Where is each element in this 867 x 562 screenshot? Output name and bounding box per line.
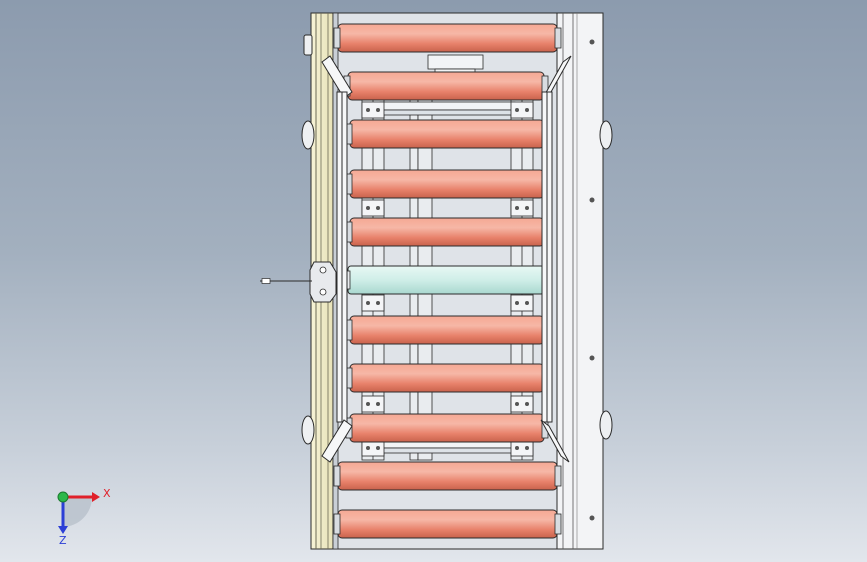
left-guide-rail	[321, 55, 353, 463]
x-axis-label: X	[103, 487, 111, 500]
roller-5	[345, 217, 549, 247]
triad-plane	[63, 497, 93, 527]
z-axis-head-icon	[58, 526, 68, 534]
bracket-bolts	[366, 108, 529, 450]
right-guide-rail	[540, 55, 572, 463]
roller-9	[333, 461, 562, 491]
roller-1	[333, 23, 562, 53]
x-axis-head-icon	[92, 492, 100, 502]
left-wheels	[301, 34, 315, 445]
right-wheels	[599, 120, 613, 440]
z-axis-label: Z	[59, 534, 67, 547]
roller-7	[345, 363, 549, 393]
guide-roller	[339, 265, 553, 295]
sensor-bracket	[260, 261, 337, 303]
roller-2	[343, 71, 549, 101]
roller-4	[345, 169, 549, 199]
roller-10	[333, 509, 562, 539]
y-axis-dot-icon	[57, 491, 69, 503]
roller-6	[345, 315, 549, 345]
rollers	[333, 23, 562, 539]
axis-triad[interactable]: X Z	[57, 487, 111, 547]
right-side-rail	[556, 12, 604, 550]
roller-8	[345, 413, 549, 443]
roller-3	[345, 119, 549, 149]
